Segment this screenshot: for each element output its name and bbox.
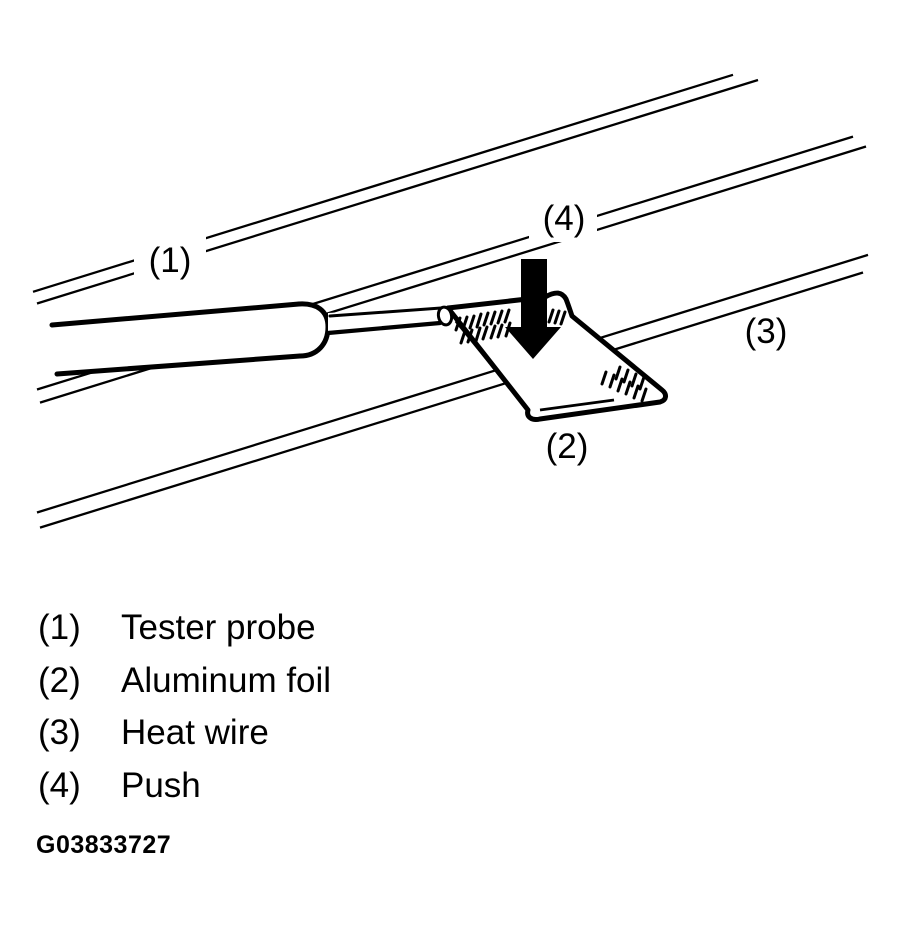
foil-left-inner-edge	[454, 319, 528, 409]
heat-wire-3-lower-line	[39, 271, 864, 529]
legend-label: Push	[121, 765, 201, 805]
legend-label: Tester probe	[121, 608, 316, 647]
foil-hatching	[454, 308, 648, 403]
callout-1-mask	[134, 236, 206, 284]
legend-row-heat-wire: (3) Heat wire	[38, 713, 638, 766]
probe-tip	[436, 305, 454, 327]
probe-handle-bottom-edge	[54, 353, 303, 377]
callout-labels: (1) (4) (3) (2)	[149, 199, 788, 466]
push-down-arrow-icon	[505, 259, 561, 359]
callout-label-masks	[134, 192, 597, 284]
legend: (1) Tester probe (2) Aluminum foil (3) H…	[38, 608, 638, 818]
legend-row-tester-probe: (1) Tester probe	[38, 608, 638, 661]
callout-1-tester-probe: (1)	[149, 241, 192, 280]
foil-hatch-top-right	[547, 308, 567, 326]
foil-bottom-inner-edge	[539, 398, 615, 412]
legend-label: Aluminum foil	[121, 660, 332, 700]
legend-row-aluminum-foil: (2) Aluminum foil	[38, 661, 638, 714]
tester-probe	[49, 301, 454, 377]
foil-hatch-top-left	[454, 308, 512, 345]
legend-num: (2)	[38, 660, 81, 700]
foil-hatch-bottom-right	[600, 365, 648, 403]
callout-2-aluminum-foil: (2)	[546, 427, 589, 466]
legend-label: Heat wire	[121, 713, 269, 752]
callout-3-heat-wire: (3)	[745, 312, 788, 351]
legend-row-push: (4) Push	[38, 766, 638, 819]
probe-shaft-top-line	[328, 306, 443, 318]
legend-num: (4)	[38, 765, 81, 805]
probe-shaft-bottom-line	[325, 320, 443, 336]
aluminum-foil	[445, 290, 668, 422]
heat-wire-3-upper-line	[36, 253, 869, 514]
callout-4-push: (4)	[543, 199, 586, 238]
callout-4-mask	[529, 192, 597, 242]
legend-num: (3)	[38, 713, 81, 752]
figure-id: G03833727	[36, 831, 172, 859]
legend-num: (1)	[38, 608, 81, 647]
probe-handle-top-edge	[49, 301, 302, 328]
aluminum-foil-thickness-lines	[454, 319, 615, 412]
